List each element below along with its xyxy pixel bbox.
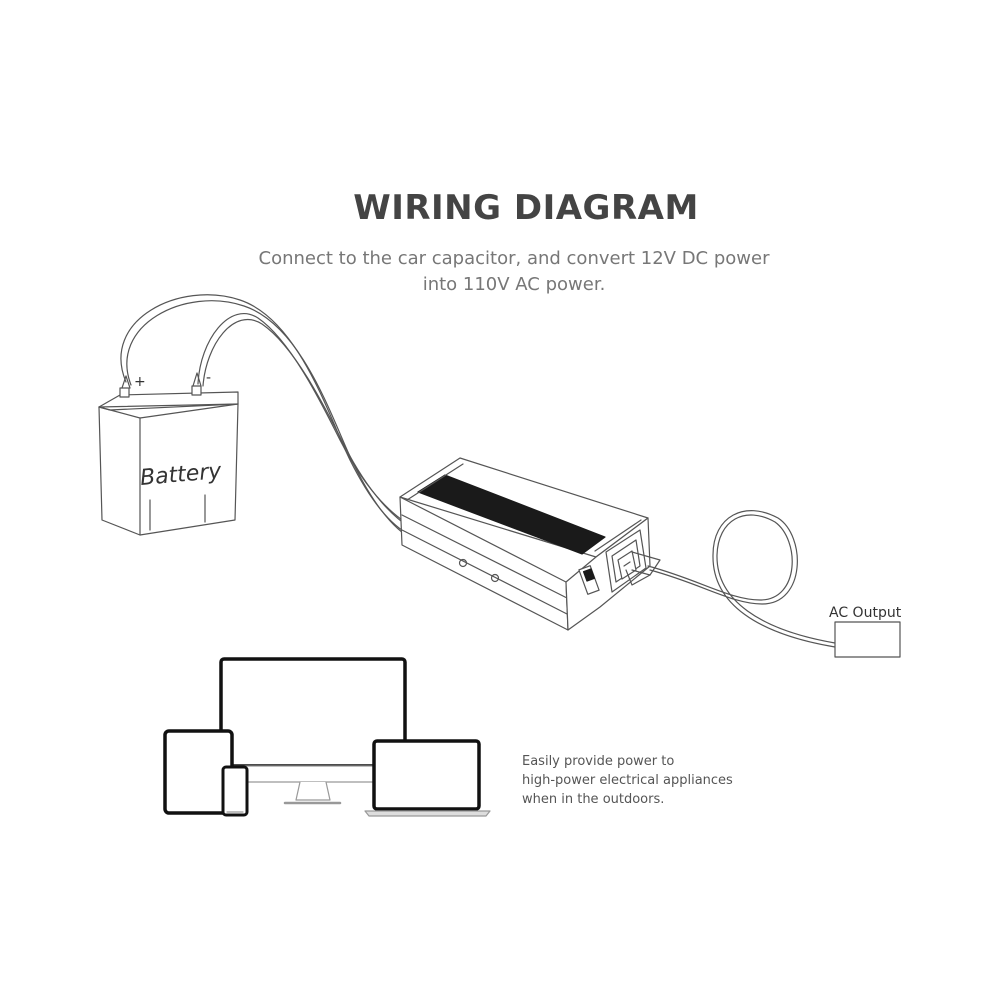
diagram-subtitle: Connect to the car capacitor, and conver… xyxy=(0,246,1000,298)
ac-output-box xyxy=(834,621,901,658)
ac-cable xyxy=(647,510,836,648)
battery-positive-label: + xyxy=(134,374,146,390)
devices-illustration xyxy=(163,657,491,817)
ac-output-label: AC Output xyxy=(829,605,902,621)
battery-label: Battery xyxy=(139,459,223,491)
footer-note-line-2: high-power electrical appliances xyxy=(522,773,733,788)
diagram-title: WIRING DIAGRAM xyxy=(353,188,699,228)
battery xyxy=(98,372,239,536)
laptop-icon xyxy=(372,739,481,811)
power-inverter xyxy=(399,457,661,631)
footer-note-line-1: Easily provide power to xyxy=(522,754,675,769)
phone-icon xyxy=(221,765,249,817)
footer-note-line-3: when in the outdoors. xyxy=(522,792,665,807)
dc-cables xyxy=(120,294,415,541)
footer-note: Easily provide power to high-power elect… xyxy=(522,752,733,809)
battery-negative-label: - xyxy=(206,370,211,386)
subtitle-line-2: into 110V AC power. xyxy=(422,274,606,295)
subtitle-line-1: Connect to the car capacitor, and conver… xyxy=(258,248,770,269)
